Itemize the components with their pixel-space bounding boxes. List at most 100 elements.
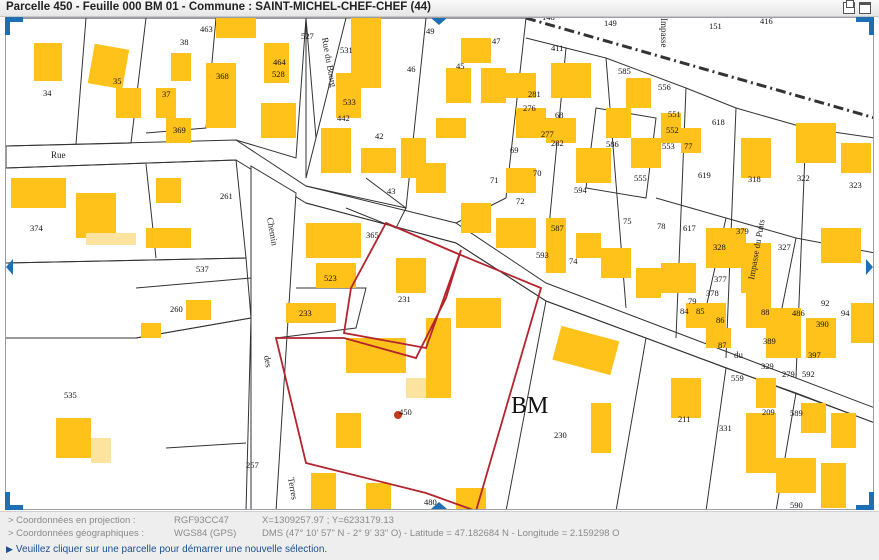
title-bar: Parcelle 450 - Feuille 000 BM 01 - Commu…: [0, 0, 879, 17]
parcel-number: 327: [778, 242, 791, 252]
maximize-icon[interactable]: [859, 2, 871, 14]
parcel-number: 69: [510, 145, 519, 155]
parcel-number: 617: [683, 223, 696, 233]
map-canvas[interactable]: 34 35 38 463 368 37 369 464 528 527 531 …: [6, 18, 874, 510]
parcel-number: 45: [456, 61, 465, 71]
parcel-number: 148: [542, 18, 555, 22]
parcel-number: 323: [849, 180, 862, 190]
parcel-number: 463: [200, 24, 213, 34]
parcel-number: 46: [407, 64, 416, 74]
parcel-number: 365: [366, 230, 379, 240]
frame-corner-icon: [5, 17, 23, 35]
parcel-number: 618: [712, 117, 725, 127]
pan-south-arrow-icon[interactable]: [431, 502, 447, 509]
parcel-number: 84: [680, 306, 689, 316]
parcel-number: 35: [113, 76, 122, 86]
parcel-number: 88: [761, 307, 770, 317]
geo-value: DMS (47° 10' 57" N - 2° 9' 33" O) - Lati…: [262, 528, 620, 539]
parcel-number: 68: [555, 110, 564, 120]
parcel-number: 209: [762, 407, 775, 417]
frame-corner-icon: [5, 492, 23, 510]
pan-west-arrow-icon[interactable]: [6, 259, 13, 275]
parcel-number: 322: [797, 173, 810, 183]
parcel-number: 70: [533, 168, 542, 178]
geo-system: WGS84 (GPS): [174, 528, 237, 539]
parcel-number: 42: [375, 131, 384, 141]
hint-text: Veuillez cliquer sur une parcelle pour d…: [15, 544, 328, 555]
parcel-number: 397: [808, 350, 821, 360]
parcel-number: 49: [426, 26, 435, 36]
parcel-number: 87: [718, 340, 727, 350]
parcel-number: 586: [606, 139, 619, 149]
parcel-number: 85: [696, 306, 705, 316]
parcel-number: 374: [30, 223, 44, 233]
parcel-number-labels: 34 35 38 463 368 37 369 464 528 527 531 …: [30, 18, 862, 510]
street-label: du: [734, 350, 744, 360]
parcel-number: 590: [790, 500, 803, 510]
projection-value: X=1309257.97 ; Y=6233179.13: [262, 515, 394, 526]
parcel-number: 149: [604, 18, 617, 28]
parcel-number: 533: [343, 97, 356, 107]
parcel-number: 277: [541, 129, 554, 139]
parcel-number: 211: [678, 414, 690, 424]
parcel-number: 486: [792, 308, 805, 318]
parcel-number: 230: [554, 430, 567, 440]
parcel-number: 523: [324, 273, 337, 283]
parcel-boundaries: [6, 18, 873, 509]
parcel-number: 77: [684, 141, 693, 151]
parcel-number: 257: [246, 460, 259, 470]
parcel-number: 416: [760, 18, 773, 26]
parcel-number: 377: [714, 274, 727, 284]
geo-label: > Coordonnées géographiques :: [8, 528, 145, 539]
section-label: BM: [511, 393, 548, 419]
parcel-number: 442: [337, 113, 350, 123]
parcel-number: 535: [64, 390, 77, 400]
parcel-number: 37: [162, 89, 171, 99]
pan-east-arrow-icon[interactable]: [866, 259, 873, 275]
parcel-number: 38: [180, 37, 189, 47]
parcel-number: 34: [43, 88, 52, 98]
parcel-number: 531: [340, 45, 353, 55]
parcel-number: 390: [816, 319, 829, 329]
parcel-number: 43: [387, 186, 396, 196]
parcel-number: 92: [821, 298, 830, 308]
parcel-number: 78: [657, 221, 666, 231]
parcel-number: 592: [802, 369, 815, 379]
parcel-number: 589: [790, 408, 803, 418]
selected-parcel-450[interactable]: [274, 221, 543, 510]
parcel-number: 528: [272, 69, 285, 79]
parcel-number: 537: [196, 264, 209, 274]
pan-north-arrow-icon[interactable]: [431, 18, 447, 25]
parcel-number: 231: [398, 294, 411, 304]
street-label: des: [262, 355, 274, 369]
cadastral-map[interactable]: 34 35 38 463 368 37 369 464 528 527 531 …: [5, 17, 874, 510]
parcel-number: 74: [569, 256, 578, 266]
parcel-number: 619: [698, 170, 711, 180]
parcel-number: 585: [618, 66, 631, 76]
window-title: Parcelle 450 - Feuille 000 BM 01 - Commu…: [6, 1, 431, 13]
parcel-number: 86: [716, 315, 725, 325]
street-label: Rue: [51, 150, 66, 160]
frame-corner-icon: [856, 492, 874, 510]
parcel-number: 389: [763, 336, 776, 346]
parcel-number: 47: [492, 36, 501, 46]
parcel-number: 368: [216, 71, 229, 81]
parcel-number: 553: [662, 141, 675, 151]
selection-hint: ▶Veuillez cliquer sur une parcelle pour …: [6, 544, 327, 555]
parcel-number: 276: [523, 103, 536, 113]
parcel-number: 594: [574, 185, 588, 195]
parcel-number: 411: [551, 43, 563, 53]
parcel-number: 282: [551, 138, 564, 148]
parcel-number: 279: [782, 369, 795, 379]
projection-label: > Coordonnées en projection :: [8, 515, 136, 526]
parcel-number: 551: [668, 109, 681, 119]
parcel-number: 79: [688, 296, 697, 306]
restore-icon[interactable]: [843, 0, 855, 14]
parcel-number: 260: [170, 304, 183, 314]
parcel-number: 552: [666, 125, 679, 135]
selection-marker: [394, 411, 402, 419]
parcel-number: 450: [399, 407, 412, 417]
parcel-number: 379: [736, 226, 749, 236]
parcel-number: 328: [713, 242, 726, 252]
parcel-number: 72: [516, 196, 525, 206]
